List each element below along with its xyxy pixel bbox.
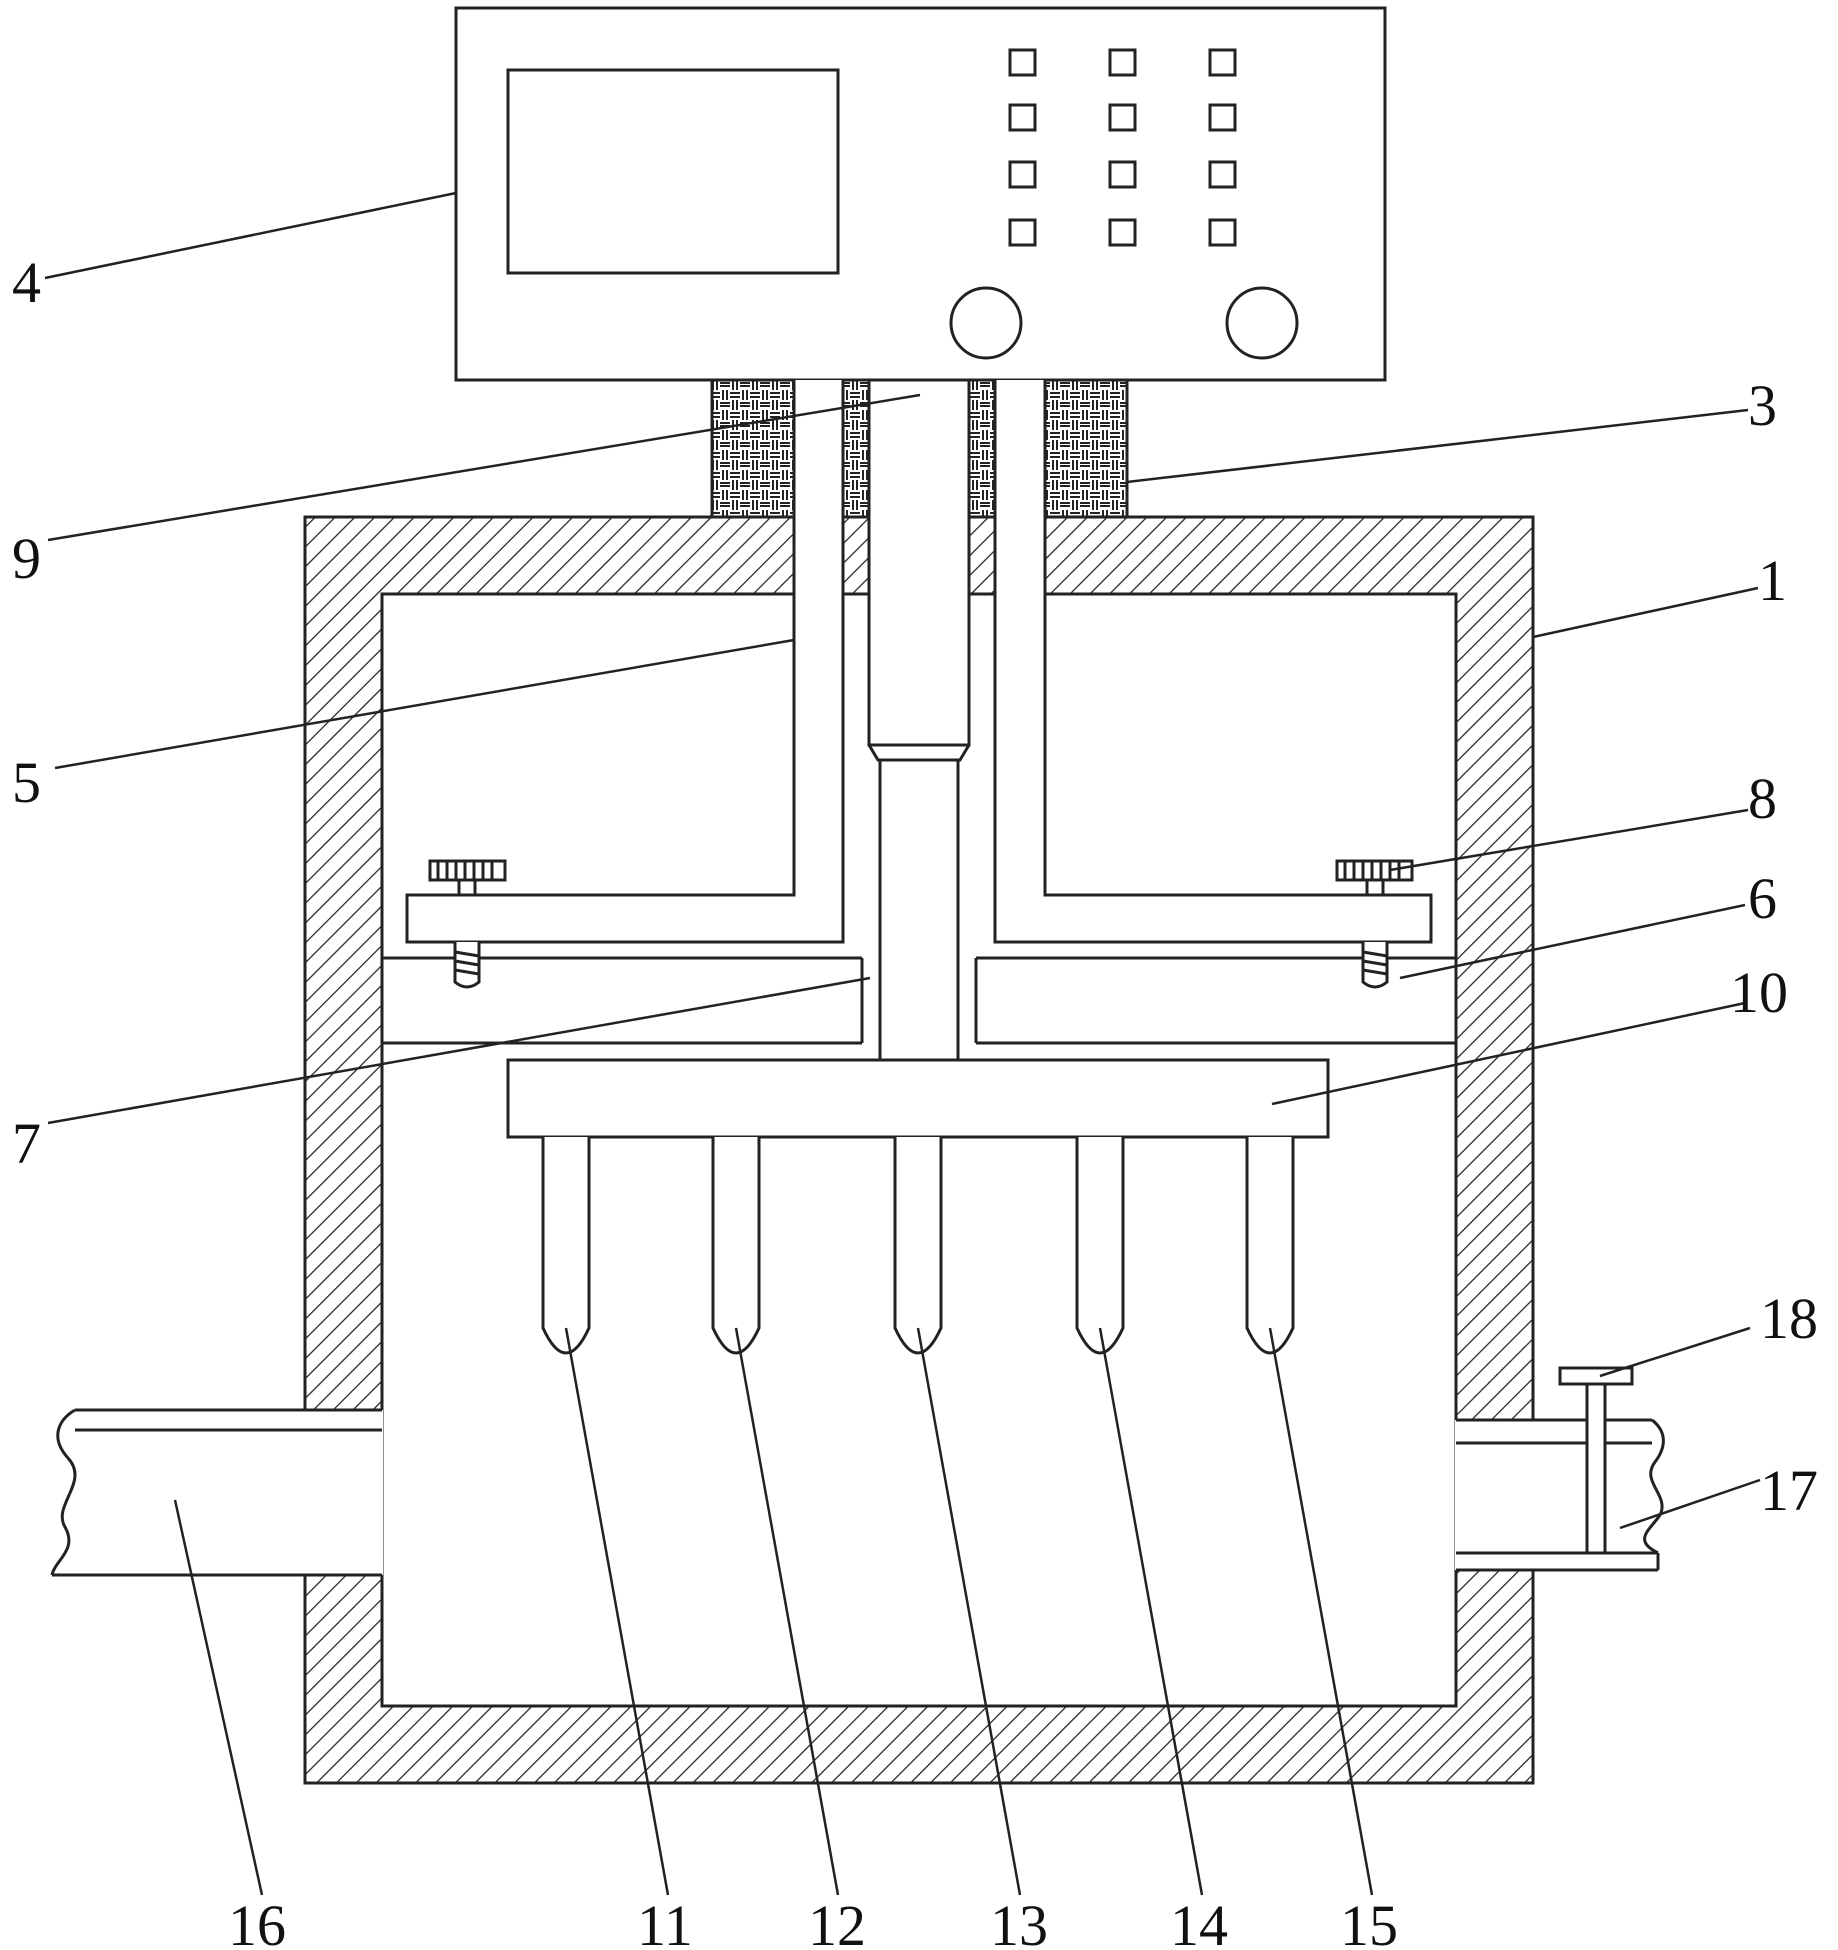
probe-14 [1075,1137,1125,1355]
probe-13 [893,1137,943,1355]
label-3: 3 [1748,373,1777,438]
label-12: 12 [808,1893,866,1950]
plate-10 [506,1058,1330,1139]
knob-left [949,286,1023,360]
probe-15 [1245,1137,1295,1355]
valve-18 [1558,1366,1634,1555]
keypad-buttons [1008,48,1237,247]
label-8: 8 [1748,766,1777,831]
inlet-pipe-16 [50,1408,382,1577]
bolt-8-left [428,859,507,989]
label-14: 14 [1170,1893,1228,1950]
label-1: 1 [1758,548,1787,613]
knob-right [1225,286,1299,360]
label-10: 10 [1730,960,1788,1025]
bracket-5-left [405,380,845,944]
label-17: 17 [1760,1458,1818,1523]
bolt-8-right [1335,859,1414,989]
label-13: 13 [990,1893,1048,1950]
label-5: 5 [12,750,41,815]
label-9: 9 [12,526,41,591]
bracket-right [993,380,1433,944]
piston-rod [878,758,960,1062]
sleeve-7 [860,958,978,1043]
cylinder-9 [867,378,971,747]
probe-12 [711,1137,761,1355]
gasket-3 [710,378,1129,519]
leader-lines [44,191,1761,1896]
label-18: 18 [1760,1286,1818,1351]
outlet-pipe-17 [1456,1418,1665,1572]
label-11: 11 [637,1893,693,1950]
label-4: 4 [12,250,41,315]
probe-11 [541,1137,591,1355]
label-15: 15 [1340,1893,1398,1950]
reference-labels: 1 3 4 5 6 7 8 9 10 11 12 13 14 15 16 17 … [12,250,1818,1950]
control-box-4 [454,6,1387,382]
label-6: 6 [1748,866,1777,931]
label-16: 16 [228,1893,286,1950]
label-7: 7 [12,1111,41,1176]
